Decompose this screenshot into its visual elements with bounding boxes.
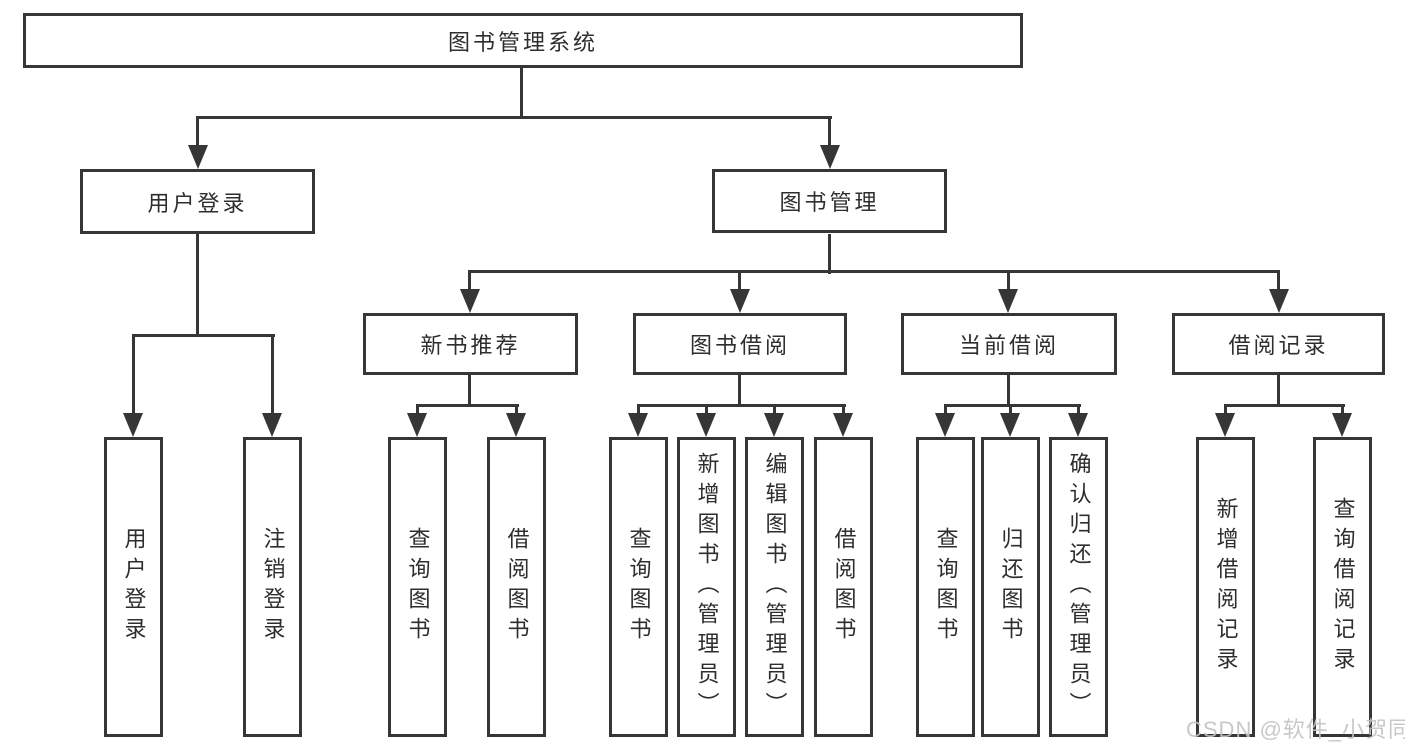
- node-new-book-recommend: 新书推荐: [363, 313, 578, 375]
- csdn-watermark: CSDN @软件_小贺同学: [1186, 717, 1405, 742]
- connector-shaft-leaf: [944, 406, 947, 416]
- connector-user-login-stem: [196, 234, 199, 337]
- connector-shaft-new-book: [468, 272, 471, 294]
- arrowhead-down-icon: [407, 413, 427, 437]
- connector-new-book-stem: [468, 375, 471, 407]
- node-label: 查询图书: [933, 527, 959, 647]
- node-user-login: 用户登录: [80, 169, 315, 234]
- connector-new-book-branch: [416, 404, 519, 407]
- node-leaf-logout: 注销登录: [243, 437, 302, 737]
- node-label: 当前借阅: [958, 333, 1059, 358]
- node-leaf-edit-books-admin: 编辑图书（管理员）: [745, 437, 804, 737]
- arrowhead-down-icon: [123, 413, 143, 437]
- node-leaf-borrow-books-2: 借阅图书: [814, 437, 873, 737]
- connector-borrow-records-branch: [1224, 404, 1345, 407]
- connector-shaft-book-management: [828, 117, 831, 151]
- node-label: 图书借阅: [689, 333, 790, 358]
- arrowhead-down-icon: [460, 289, 480, 313]
- connector-shaft-leaf: [1077, 406, 1080, 416]
- node-label: 新增图书（管理员）: [694, 452, 720, 722]
- node-label: 借阅图书: [831, 527, 857, 647]
- arrowhead-down-icon: [764, 413, 784, 437]
- connector-shaft-leaf: [1224, 406, 1227, 416]
- arrowhead-down-icon: [935, 413, 955, 437]
- connector-root-branch: [196, 116, 832, 119]
- node-label: 查询图书: [405, 527, 431, 647]
- connector-root-stem: [520, 68, 523, 119]
- connector-shaft-user-login: [196, 117, 199, 151]
- node-leaf-borrow-books-1: 借阅图书: [487, 437, 546, 737]
- connector-shaft-leaf: [1009, 406, 1012, 416]
- node-label: 借阅图书: [504, 527, 530, 647]
- node-leaf-return-books: 归还图书: [981, 437, 1040, 737]
- connector-borrow-records-stem: [1277, 375, 1280, 407]
- connector-current-borrowing-branch: [944, 404, 1081, 407]
- arrowhead-down-icon: [262, 413, 282, 437]
- connector-shaft-book-borrowing: [738, 272, 741, 294]
- arrowhead-down-icon: [188, 145, 208, 169]
- node-borrow-records: 借阅记录: [1172, 313, 1385, 375]
- arrowhead-down-icon: [1068, 413, 1088, 437]
- arrowhead-down-icon: [1000, 413, 1020, 437]
- connector-book-management-branch: [468, 270, 1280, 273]
- connector-shaft-leaf: [637, 406, 640, 416]
- node-leaf-user-login: 用户登录: [104, 437, 163, 737]
- node-label: 图书管理: [779, 190, 880, 215]
- node-leaf-query-borrow-record: 查询借阅记录: [1313, 437, 1372, 737]
- node-leaf-query-books-2: 查询图书: [609, 437, 668, 737]
- connector-book-management-stem: [828, 234, 831, 274]
- connector-shaft-leaf: [842, 406, 845, 416]
- arrowhead-down-icon: [730, 289, 750, 313]
- node-label: 用户登录: [121, 527, 147, 647]
- connector-user-login-branch: [132, 334, 275, 337]
- arrowhead-down-icon: [1215, 413, 1235, 437]
- node-label: 图书管理系统: [447, 29, 598, 55]
- arrowhead-down-icon: [696, 413, 716, 437]
- node-label: 确认归还（管理员）: [1066, 452, 1092, 722]
- node-label: 编辑图书（管理员）: [762, 452, 788, 722]
- node-label: 查询图书: [626, 527, 652, 647]
- node-label: 新增借阅记录: [1213, 497, 1239, 677]
- node-leaf-add-borrow-record: 新增借阅记录: [1196, 437, 1255, 737]
- node-leaf-query-books-3: 查询图书: [916, 437, 975, 737]
- connector-shaft-leaf: [773, 406, 776, 416]
- connector-shaft-leaf: [705, 406, 708, 416]
- connector-shaft-leaf: [416, 406, 419, 416]
- connector-shaft-leaf-logout: [271, 335, 274, 417]
- node-label: 查询借阅记录: [1330, 497, 1356, 677]
- node-label: 新书推荐: [420, 333, 521, 358]
- connector-current-borrowing-stem: [1007, 375, 1010, 407]
- node-label: 注销登录: [260, 527, 286, 647]
- node-label: 归还图书: [998, 527, 1024, 647]
- connector-shaft-leaf: [515, 406, 518, 416]
- connector-shaft-current-borrowing: [1007, 272, 1010, 294]
- connector-book-borrowing-stem: [738, 375, 741, 407]
- node-book-management: 图书管理: [712, 169, 947, 233]
- node-label: 用户登录: [147, 190, 248, 216]
- arrowhead-down-icon: [833, 413, 853, 437]
- node-leaf-query-books-1: 查询图书: [388, 437, 447, 737]
- arrowhead-down-icon: [820, 145, 840, 169]
- connector-shaft-borrow-records: [1277, 272, 1280, 294]
- node-leaf-add-books-admin: 新增图书（管理员）: [677, 437, 736, 737]
- connector-shaft-leaf: [1341, 406, 1344, 416]
- arrowhead-down-icon: [1269, 289, 1289, 313]
- arrowhead-down-icon: [506, 413, 526, 437]
- node-book-borrowing: 图书借阅: [633, 313, 847, 375]
- node-library-management-system: 图书管理系统: [23, 13, 1023, 68]
- node-leaf-confirm-return-admin: 确认归还（管理员）: [1049, 437, 1108, 737]
- arrowhead-down-icon: [998, 289, 1018, 313]
- arrowhead-down-icon: [1332, 413, 1352, 437]
- node-label: 借阅记录: [1228, 333, 1329, 358]
- connector-shaft-leaf-user-login: [132, 335, 135, 417]
- node-current-borrowing: 当前借阅: [901, 313, 1117, 375]
- arrowhead-down-icon: [628, 413, 648, 437]
- connector-book-borrowing-branch: [637, 404, 846, 407]
